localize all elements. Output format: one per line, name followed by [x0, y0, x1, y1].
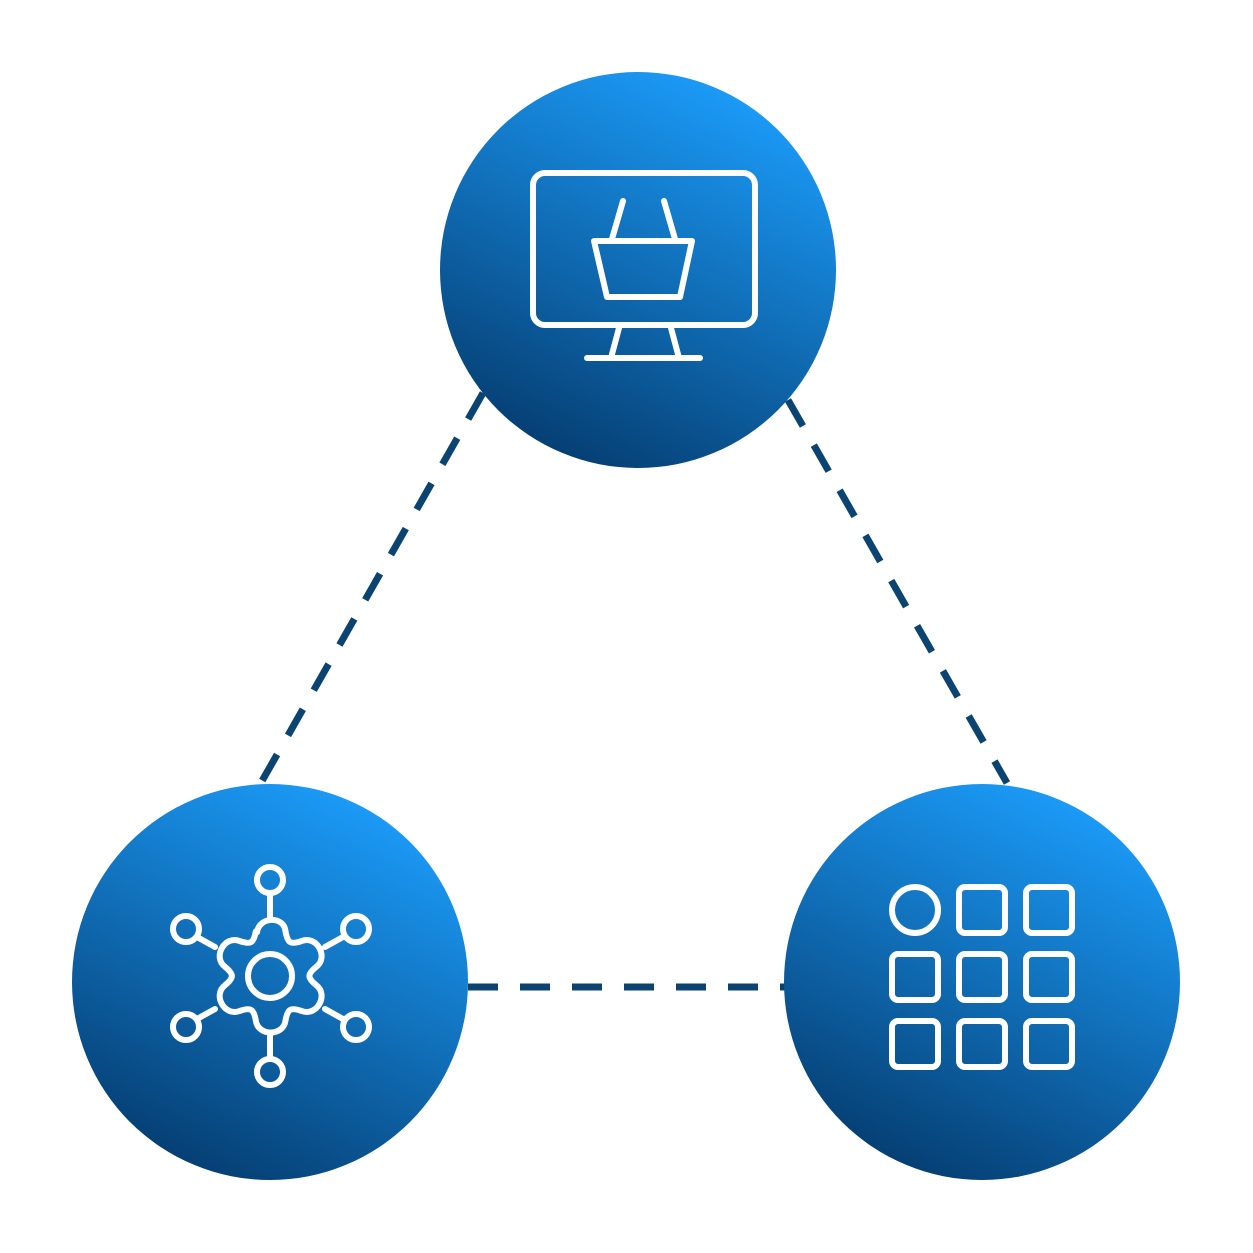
node-top-circle	[440, 72, 836, 468]
node-bottom-right-circle	[784, 784, 1180, 1180]
node-top	[440, 72, 836, 468]
connector-top-bottom-right	[784, 398, 1011, 785]
connector-top-bottom-left	[258, 391, 487, 783]
node-bottom-left	[72, 784, 468, 1180]
gear-network-icon	[170, 864, 372, 1088]
node-bottom-right	[784, 784, 1180, 1180]
computer-shopping-basket-icon	[530, 170, 758, 361]
node-bottom-left-circle	[72, 784, 468, 1180]
app-grid-icon	[889, 884, 1075, 1070]
connectors	[258, 391, 1011, 991]
